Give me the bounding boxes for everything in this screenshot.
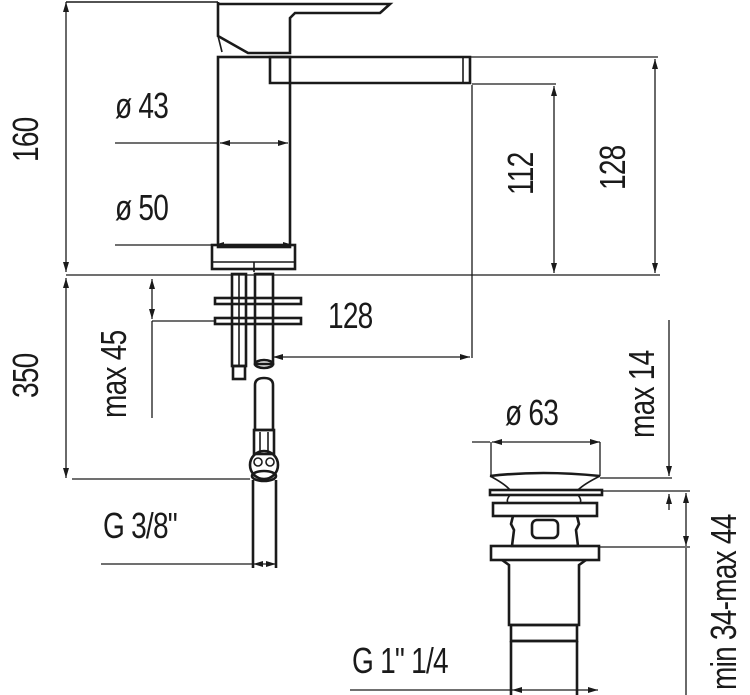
dim-overall-height-label: 160 — [5, 105, 46, 162]
dim-spout-top-height-text: 128 — [592, 145, 633, 190]
tap-shanks — [213, 272, 303, 381]
dim-body-diameter-base-text: ø 50 — [115, 187, 169, 228]
dim-spout-top-height-label: 128 — [592, 133, 633, 190]
dim-waste-cap-diameter-label: ø 63 — [505, 395, 573, 431]
waste-dimension-lines — [350, 320, 690, 695]
dim-hose-length-text: 350 — [5, 353, 46, 398]
dim-waste-cap-height-text: max 14 — [621, 350, 662, 438]
dim-waste-body-height-label: min 34-max 44 — [703, 465, 744, 690]
dim-overall-height-text: 160 — [5, 117, 46, 162]
dim-waste-cap-height-label: max 14 — [621, 326, 662, 438]
tap-body — [66, 1, 472, 272]
dim-hose-length-label: 350 — [5, 341, 46, 398]
hose — [248, 376, 280, 568]
dim-connection-thread-label: G 3/8" — [103, 508, 198, 544]
dim-connection-thread-text: G 3/8" — [103, 505, 178, 546]
dim-body-diameter-base-label: ø 50 — [115, 190, 183, 226]
dim-spout-reach-text: 128 — [328, 295, 373, 336]
tap-dimension-lines — [63, 2, 660, 567]
dim-spout-outlet-height-text: 112 — [500, 152, 541, 195]
dim-waste-body-height-text: min 34-max 44 — [703, 514, 744, 690]
pop-up-waste — [488, 471, 604, 695]
dim-body-diameter-top-label: ø 43 — [115, 88, 183, 124]
dim-spout-reach-label: 128 — [328, 298, 385, 334]
dim-shank-length-label: max 45 — [93, 306, 134, 418]
dim-shank-length-text: max 45 — [93, 330, 134, 418]
dim-body-diameter-top-text: ø 43 — [115, 85, 169, 126]
dim-waste-thread-text: G 1" 1/4 — [352, 640, 449, 681]
dim-waste-thread-label: G 1" 1/4 — [352, 643, 475, 679]
dim-spout-outlet-height-label: 112 — [500, 141, 541, 195]
dim-waste-cap-diameter-text: ø 63 — [505, 392, 559, 433]
